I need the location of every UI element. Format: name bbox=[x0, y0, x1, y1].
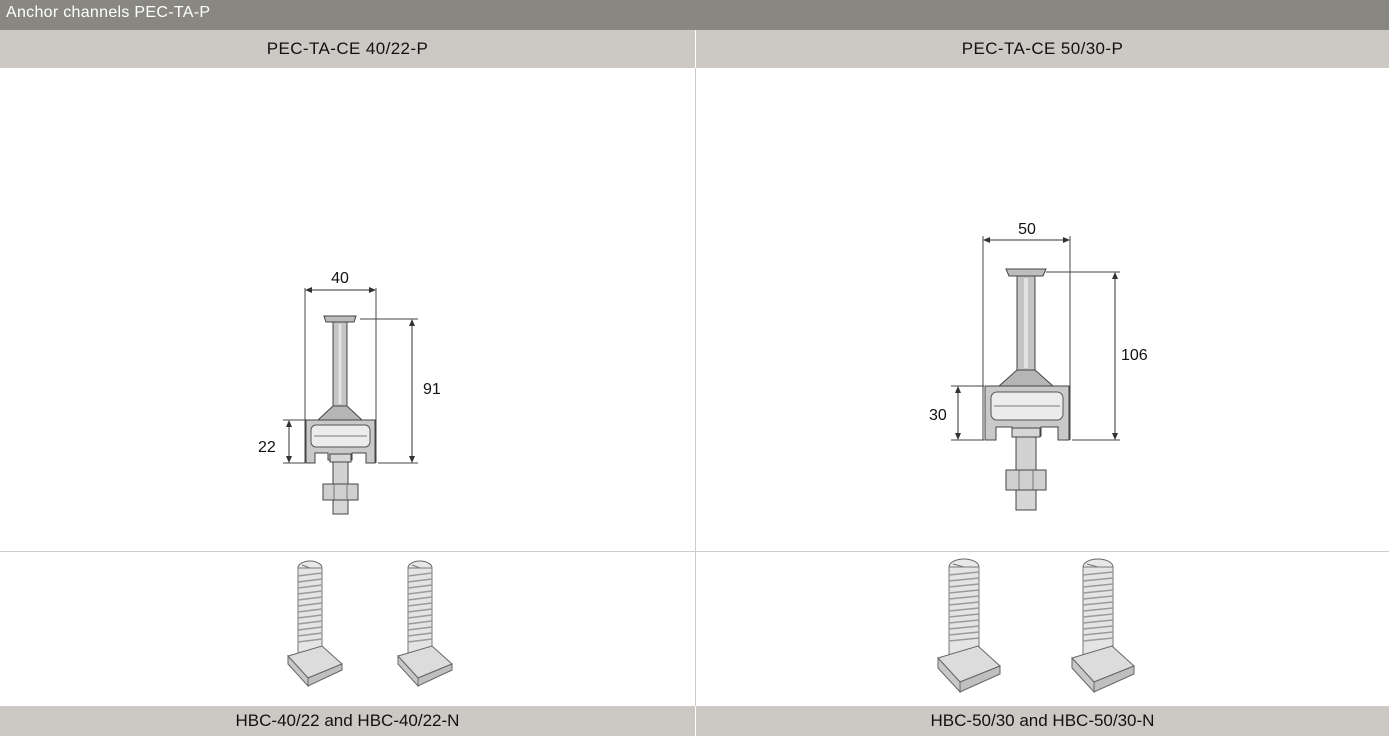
bolts-caption-right: HBC-50/30 and HBC-50/30-N bbox=[696, 706, 1389, 736]
channel-drawing-40-22: 40 91 22 bbox=[258, 270, 441, 515]
bolts-cell-right bbox=[696, 552, 1389, 706]
t-bolt-icon bbox=[397, 560, 453, 688]
drawing-cell-right: 50 106 30 bbox=[696, 68, 1389, 551]
height-dimension-label: 91 bbox=[423, 381, 441, 398]
t-bolts-illustration-left bbox=[287, 560, 453, 688]
column-header-right: PEC-TA-CE 50/30-P bbox=[696, 30, 1389, 68]
width-dimension-label-right: 50 bbox=[1018, 221, 1036, 238]
t-bolt-icon bbox=[937, 558, 1001, 694]
bolts-caption-left: HBC-40/22 and HBC-40/22-N bbox=[0, 706, 695, 736]
column-divider bbox=[695, 68, 696, 706]
t-bolt-icon bbox=[1071, 558, 1135, 694]
bolts-cell-left bbox=[0, 552, 695, 706]
channel-height-label: 22 bbox=[258, 439, 276, 456]
table-title: Anchor channels PEC-TA-P bbox=[0, 0, 1389, 30]
column-header-left: PEC-TA-CE 40/22-P bbox=[0, 30, 695, 68]
channel-height-label-right: 30 bbox=[929, 407, 947, 424]
t-bolts-illustration-right bbox=[937, 558, 1135, 694]
drawing-cell-left: 40 91 22 bbox=[0, 68, 695, 551]
row-divider bbox=[0, 551, 1389, 552]
channel-drawing-50-30: 50 106 30 bbox=[929, 221, 1148, 511]
t-bolt-icon bbox=[287, 560, 343, 688]
height-dimension-label-right: 106 bbox=[1121, 347, 1148, 364]
width-dimension-label: 40 bbox=[331, 270, 349, 287]
